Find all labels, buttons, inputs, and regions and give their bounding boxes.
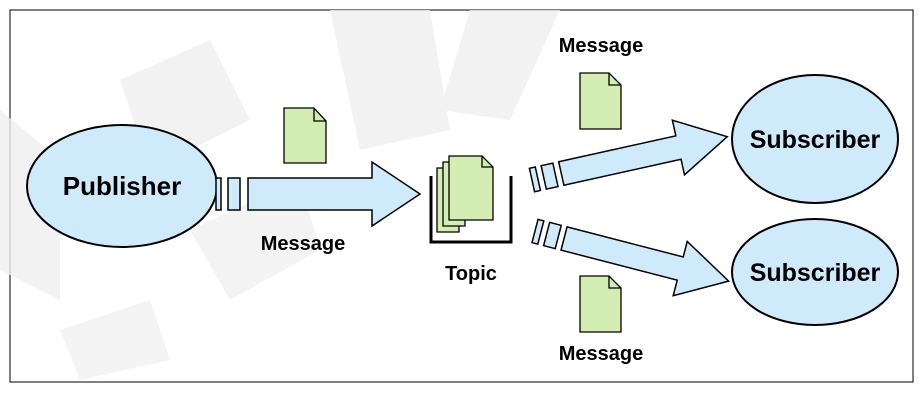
subscriber-label-1: Subscriber bbox=[750, 126, 881, 154]
subscriber-label-2: Subscriber bbox=[750, 259, 881, 287]
message-label-publish: Message bbox=[261, 233, 346, 255]
publish-arrow bbox=[215, 160, 422, 228]
message-label-subscriber-2: Message bbox=[559, 343, 644, 365]
message-label-subscriber-1: Message bbox=[559, 35, 644, 57]
topic-container bbox=[429, 155, 513, 244]
subscribe-arrow-1 bbox=[528, 119, 729, 193]
subscribe-arrow-2 bbox=[531, 218, 731, 297]
subscriber-node-1 bbox=[731, 74, 899, 204]
topic-label: Topic bbox=[445, 263, 497, 285]
subscriber-node-2 bbox=[731, 218, 899, 326]
message-document-icon bbox=[283, 107, 327, 164]
message-document-icon bbox=[579, 72, 622, 130]
publisher-label: Publisher bbox=[63, 171, 181, 201]
message-document-icon bbox=[579, 275, 622, 333]
